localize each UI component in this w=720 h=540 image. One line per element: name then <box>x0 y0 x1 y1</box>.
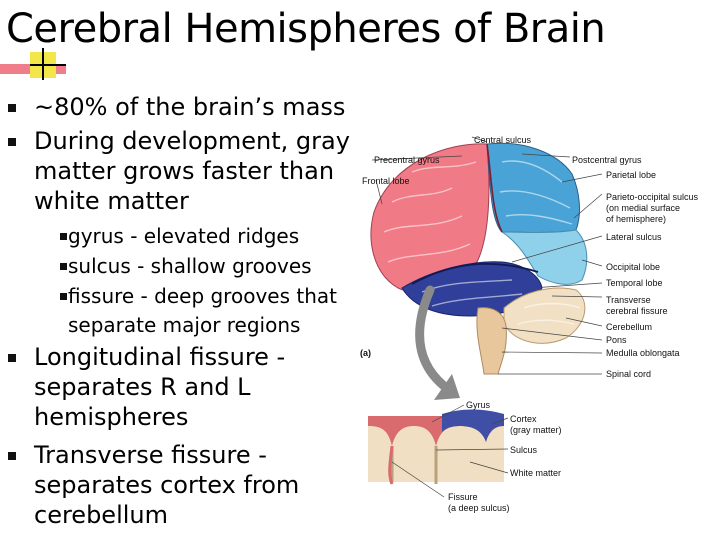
label-transverse-fissure: Transverse <box>606 295 651 305</box>
label-pons: Pons <box>606 335 627 345</box>
brain-figure: Central sulcus Precentral gyrus Postcent… <box>352 112 720 532</box>
cerebellum <box>503 287 586 344</box>
sub-bullet-text: sulcus - shallow grooves <box>68 254 312 278</box>
label-occipital-lobe: Occipital lobe <box>606 262 661 272</box>
cortex-cross-section <box>368 409 504 485</box>
brainstem <box>476 307 507 375</box>
frontal-lobe <box>370 143 490 292</box>
label-gyrus: Gyrus <box>466 400 491 410</box>
bullet-text: During development, gray matter grows fa… <box>34 127 350 215</box>
label-deep-sulcus: (a deep sulcus) <box>448 503 510 513</box>
bullet-marker <box>8 452 16 460</box>
bullet-marker <box>60 233 67 240</box>
label-parieto-occipital-sulcus: Parieto-occipital sulcus <box>606 192 699 202</box>
brain-lateral-view <box>370 142 588 375</box>
bullet-text: Transverse fissure - separates cortex fr… <box>34 441 300 529</box>
label-transverse-fissure-line2: cerebral fissure <box>606 306 668 316</box>
bullet-marker <box>60 263 67 270</box>
label-postcentral-gyrus: Postcentral gyrus <box>572 155 642 165</box>
label-cerebellum: Cerebellum <box>606 322 653 332</box>
label-sulcus: Sulcus <box>510 445 538 455</box>
brain-illustration <box>368 136 603 498</box>
label-lateral-sulcus: Lateral sulcus <box>606 232 662 242</box>
pointer-arrow <box>415 285 460 400</box>
bullet-text: Longitudinal fissure - separates R and L… <box>34 343 286 431</box>
label-central-sulcus: Central sulcus <box>474 135 532 145</box>
slide-title: Cerebral Hemispheres of Brain <box>6 6 606 52</box>
decoration-crosshair-horizontal <box>30 64 66 66</box>
label-fissure: Fissure <box>448 492 478 502</box>
label-white-matter: White matter <box>510 468 562 478</box>
gyri-texture <box>383 160 581 325</box>
label-parieto-occipital-sulcus-note: (on medial surface <box>606 203 681 213</box>
sub-bullet-text: gyrus - elevated ridges <box>68 224 300 248</box>
label-parieto-occipital-sulcus-note: of hemisphere) <box>606 214 667 224</box>
bullet-list: ~80% of the brain’s mass During developm… <box>8 93 350 529</box>
leader-lines <box>371 136 603 498</box>
lateral-sulcus-line <box>411 262 539 285</box>
label-cortex: Cortex <box>510 414 537 424</box>
bullet-marker <box>8 104 16 112</box>
bullet-marker <box>8 138 16 146</box>
occipital-lobe <box>500 229 588 285</box>
label-precentral-gyrus: Precentral gyrus <box>374 155 440 165</box>
label-panel-a: (a) <box>360 348 371 358</box>
bullet-text: ~80% of the brain’s mass <box>34 93 346 121</box>
label-medulla-oblongata: Medulla oblongata <box>606 348 680 358</box>
label-parietal-lobe: Parietal lobe <box>606 170 657 180</box>
sub-bullet-text: fissure - deep grooves that separate maj… <box>68 284 337 337</box>
label-gray-matter: (gray matter) <box>510 425 562 435</box>
bullet-marker <box>8 354 16 362</box>
central-sulcus-line <box>486 143 503 233</box>
label-frontal-lobe: Frontal lobe <box>362 176 410 186</box>
label-temporal-lobe: Temporal lobe <box>606 278 663 288</box>
bullet-marker <box>60 293 67 300</box>
label-spinal-cord: Spinal cord <box>606 369 652 379</box>
